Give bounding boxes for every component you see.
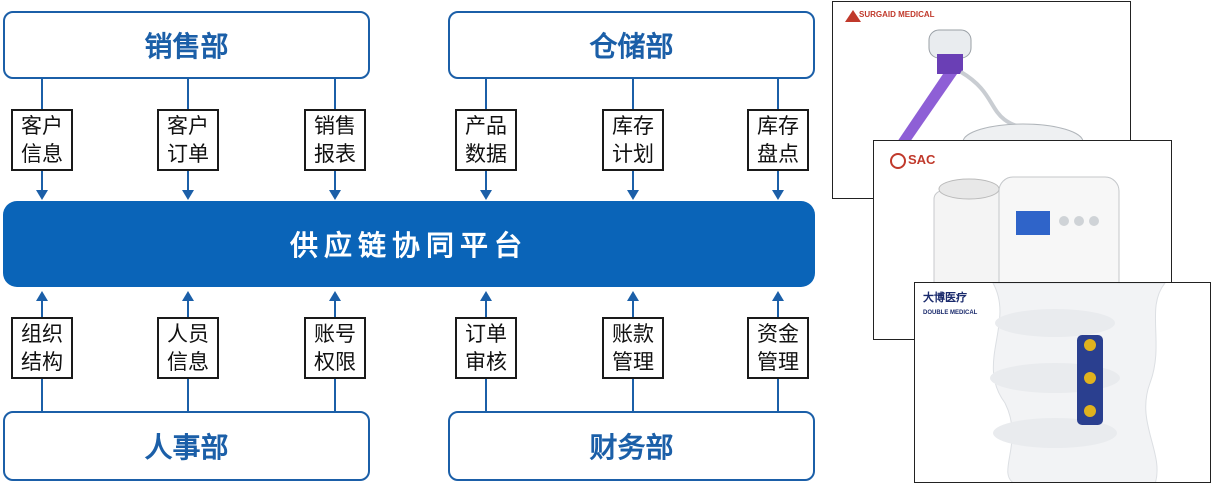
- warehouse-department-label: 仓储部: [589, 30, 674, 63]
- arrow-up-icon: [772, 291, 784, 301]
- hr-department-box: 人事部: [3, 411, 370, 481]
- platform-title: 供应链协同平台: [289, 229, 528, 262]
- arrow-up-icon: [182, 291, 194, 301]
- supply-chain-platform-bar: 供应链协同平台: [3, 201, 815, 287]
- arrow-down-icon: [36, 190, 48, 200]
- arrow-up-icon: [480, 291, 492, 301]
- warehouse-department-box: 仓储部: [448, 11, 815, 79]
- hr-department-label: 人事部: [144, 431, 229, 464]
- arrow-down-icon: [627, 190, 639, 200]
- arrow-down-icon: [480, 190, 492, 200]
- suction-unit-image: [890, 153, 1120, 308]
- arrow-down-icon: [772, 190, 784, 200]
- arrow-down-icon: [329, 190, 341, 200]
- surgaid-logo: SURGAID MEDICAL: [859, 10, 935, 19]
- flow-label-inventory-count: 库存盘点: [747, 109, 809, 171]
- flow-label-staff-info: 人员信息: [157, 317, 219, 379]
- arrow-up-icon: [627, 291, 639, 301]
- product-card-double-medical: 大博医疗 DOUBLE MEDICAL: [914, 282, 1211, 483]
- finance-department-label: 财务部: [589, 431, 674, 464]
- flow-label-sales-report: 销售报表: [304, 109, 366, 171]
- arrow-down-icon: [182, 190, 194, 200]
- finance-department-box: 财务部: [448, 411, 815, 481]
- sales-department-label: 销售部: [144, 30, 229, 63]
- flow-label-fund-management: 资金管理: [747, 317, 809, 379]
- spine-implant-image: [990, 283, 1166, 482]
- sales-department-box: 销售部: [3, 11, 370, 79]
- flow-label-org-structure: 组织结构: [11, 317, 73, 379]
- arrow-up-icon: [36, 291, 48, 301]
- flow-label-accounts-management: 账款管理: [602, 317, 664, 379]
- flow-label-account-permissions: 账号权限: [304, 317, 366, 379]
- flow-label-customer-orders: 客户订单: [157, 109, 219, 171]
- flow-label-order-review: 订单审核: [455, 317, 517, 379]
- flow-label-inventory-plan: 库存计划: [602, 109, 664, 171]
- flow-label-customer-info: 客户信息: [11, 109, 73, 171]
- arrow-up-icon: [329, 291, 341, 301]
- double-medical-logo: 大博医疗 DOUBLE MEDICAL: [923, 292, 978, 316]
- sac-logo: SAC: [908, 152, 936, 167]
- flow-label-product-data: 产品数据: [455, 109, 517, 171]
